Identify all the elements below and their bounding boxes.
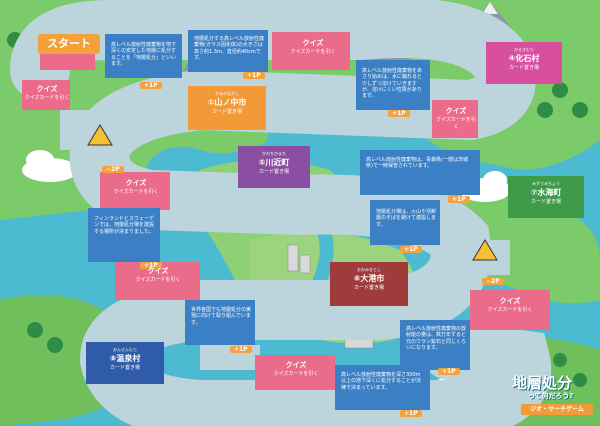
quiz-text: クイズカードを引く bbox=[135, 277, 181, 283]
town-card-yamanonaka[interactable]: やまのなかし ①山ノ中市 カード置き場 bbox=[188, 86, 266, 130]
quiz-square[interactable]: クイズ クイズカードを引く bbox=[472, 296, 548, 313]
info-square-world[interactable]: 世界各国でも地層処分の実現に向けて取り組んでいます。 bbox=[187, 303, 255, 330]
plus-point-badge: +1P bbox=[448, 186, 470, 205]
plus-point-badge: +1P bbox=[400, 236, 422, 255]
info-text: 地層処分場は、火山や活断層のそばを避けて建設します。 bbox=[376, 209, 437, 228]
quiz-square[interactable]: クイズ クイズカードを引く bbox=[258, 360, 334, 377]
town-ruby: みずうみちょう bbox=[532, 181, 560, 186]
town-name: ⑦水海町 bbox=[530, 188, 562, 197]
quiz-title: クイズ bbox=[147, 267, 169, 275]
info-square-glass-size[interactable]: 地層処分する高レベル放射性廃棄物(ガラス固化体)の大きさは高さ約1.3m、直径約… bbox=[190, 32, 270, 65]
quiz-title: クイズ bbox=[36, 85, 58, 93]
town-ruby: おおみなとし bbox=[357, 267, 381, 272]
quiz-title: クイズ bbox=[499, 297, 521, 305]
town-name: ⑧温泉村 bbox=[109, 354, 141, 363]
minus-point-badge: −2P bbox=[102, 156, 124, 175]
plus-point-badge: +1P bbox=[388, 100, 410, 119]
minus-point-badge: −2P bbox=[482, 268, 504, 287]
info-text: 高レベル放射性廃棄物の放射能の量は、数万年すると元のウラン鉱石と同じくらいになり… bbox=[406, 326, 467, 351]
game-subtitle: って何だろう? bbox=[528, 392, 574, 400]
quiz-square[interactable]: クイズ クイズカードを引く bbox=[118, 266, 198, 283]
info-text: 世界各国でも地層処分の実現に向けて取り組んでいます。 bbox=[191, 307, 252, 326]
quiz-text: クイズカードを引く bbox=[436, 117, 476, 130]
town-ruby: かせきむら bbox=[514, 47, 534, 52]
info-square-canister[interactable]: 高レベル放射性廃棄物は、青森県(一部は茨城県)で一時保管されています。 bbox=[362, 153, 478, 174]
town-card-mizuumi[interactable]: みずうみちょう ⑦水海町 カード置き場 bbox=[508, 176, 584, 218]
quiz-title: クイズ bbox=[302, 39, 324, 47]
info-text: フィンランドとスウェーデンでは、地層処分場を建設する場所が決まりました。 bbox=[94, 216, 155, 235]
quiz-title: クイズ bbox=[125, 179, 147, 187]
quiz-text: クイズカードを引く bbox=[24, 95, 70, 101]
quiz-square[interactable]: クイズ クイズカードを引く bbox=[434, 106, 478, 130]
card-slot-label: カード置き場 bbox=[109, 365, 140, 371]
info-square-glass-cool[interactable]: 高レベル放射性廃棄物をあさり始めは、水に触れると少しずつ溶けていきますが、溶けに… bbox=[358, 64, 430, 103]
town-name: ④化石村 bbox=[508, 54, 540, 63]
quiz-square[interactable]: クイズ クイズカードを引く bbox=[102, 178, 170, 195]
info-square-reprocess[interactable]: 高レベル放射性廃棄物の放射能の量は、数万年すると元のウラン鉱石と同じくらいになり… bbox=[402, 322, 470, 355]
plus-point-badge: +1P bbox=[400, 400, 422, 419]
info-text: 高レベル放射性廃棄物を地下深くの安定した地層に処分することを「地層処分」といいま… bbox=[111, 42, 177, 67]
card-slot-label: カード置き場 bbox=[530, 199, 561, 205]
card-slot-label: カード置き場 bbox=[353, 285, 384, 291]
quiz-text: クイズカードを引く bbox=[487, 307, 533, 313]
town-ruby: やまのなかし bbox=[215, 91, 239, 96]
info-text: 高レベル放射性廃棄物を深さ300m以上の地下深くに処分することが法律で決まってい… bbox=[341, 372, 422, 391]
game-name-badge: ジオ・サーチゲーム bbox=[521, 404, 593, 415]
town-ruby: おんせんむら bbox=[113, 347, 137, 352]
info-text: 地層処分する高レベル放射性廃棄物(ガラス固化体)の大きさは高さ約1.3m、直径約… bbox=[194, 36, 265, 61]
town-name: ⑤川近町 bbox=[258, 158, 290, 167]
plus-point-badge: +1P bbox=[140, 72, 162, 91]
quiz-title: クイズ bbox=[285, 361, 307, 369]
town-name: ①山ノ中市 bbox=[207, 98, 247, 107]
info-square-depth[interactable]: 高レベル放射性廃棄物を深さ300m以上の地下深くに処分することが法律で決まってい… bbox=[337, 368, 429, 395]
town-ruby: かわちかまち bbox=[262, 151, 286, 156]
plus-point-badge: +1P bbox=[140, 252, 162, 271]
quiz-text: クイズカードを引く bbox=[113, 189, 159, 195]
info-square-finland[interactable]: フィンランドとスウェーデンでは、地層処分場を建設する場所が決まりました。 bbox=[90, 212, 160, 239]
info-text: 高レベル放射性廃棄物は、青森県(一部は茨城県)で一時保管されています。 bbox=[366, 157, 468, 170]
info-square-volcano[interactable]: 地層処分場は、火山や活断層のそばを避けて建設します。 bbox=[372, 205, 440, 232]
card-slot-label: カード置き場 bbox=[508, 65, 539, 71]
quiz-text: クイズカードを引く bbox=[273, 371, 319, 377]
game-title: 地層処分 bbox=[512, 374, 573, 392]
town-card-kaseki[interactable]: かせきむら ④化石村 カード置き場 bbox=[486, 42, 562, 84]
plus-point-badge: +1P bbox=[243, 62, 265, 81]
quiz-text: クイズカードを引く bbox=[290, 49, 336, 55]
quiz-square[interactable]: クイズ クイズカードを引く bbox=[24, 84, 70, 101]
quiz-square[interactable]: クイズ クイズカードを引く bbox=[278, 38, 348, 55]
town-name: ⑥大港市 bbox=[353, 274, 385, 283]
card-slot-label: カード置き場 bbox=[258, 169, 289, 175]
plus-point-badge: +1P bbox=[230, 336, 252, 355]
town-card-oominato[interactable]: おおみなとし ⑥大港市 カード置き場 bbox=[330, 262, 408, 306]
quiz-title: クイズ bbox=[445, 107, 467, 115]
info-square-hlw-concept[interactable]: 高レベル放射性廃棄物を地下深くの安定した地層に処分することを「地層処分」といいま… bbox=[107, 38, 183, 71]
card-slot-label: カード置き場 bbox=[211, 109, 242, 115]
town-card-onsen[interactable]: おんせんむら ⑧温泉村 カード置き場 bbox=[86, 342, 164, 384]
town-card-kawachika[interactable]: かわちかまち ⑤川近町 カード置き場 bbox=[238, 146, 310, 188]
start-square[interactable]: スタート bbox=[38, 34, 100, 54]
plus-point-badge: +1P bbox=[438, 358, 460, 377]
info-text: 高レベル放射性廃棄物をあさり始めは、水に触れると少しずつ溶けていきますが、溶けに… bbox=[362, 68, 423, 100]
